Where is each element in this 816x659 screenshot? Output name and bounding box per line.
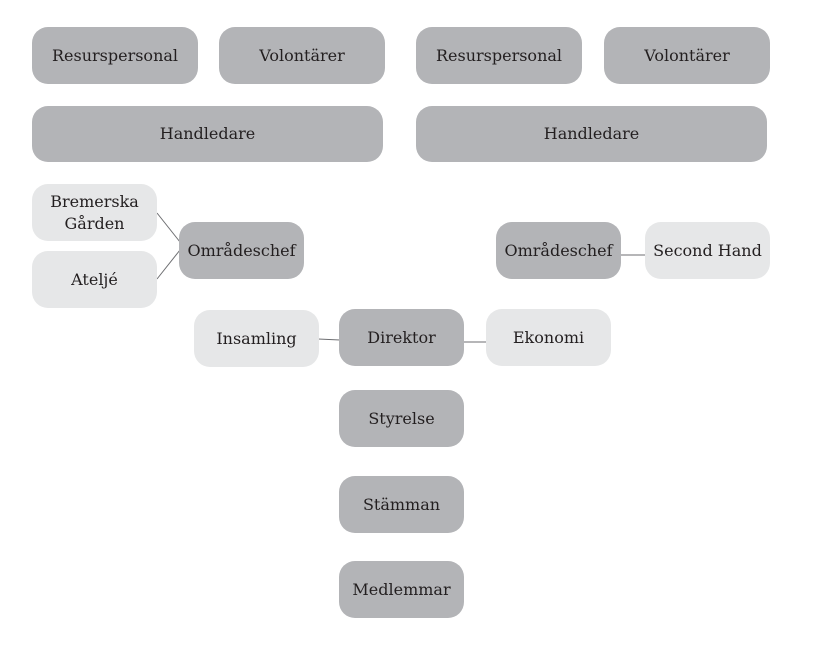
- atelje-box: Ateljé: [32, 251, 157, 308]
- resurspersonal-box-right: Resurspersonal: [416, 27, 582, 84]
- medlemmar-box: Medlemmar: [339, 561, 464, 618]
- handledare-box-left: Handledare: [32, 106, 383, 162]
- volontarer-box-right: Volontärer: [604, 27, 770, 84]
- connector-bremerska-omradeschef: [156, 212, 181, 243]
- bremerska-garden-box: Bremerska Gården: [32, 184, 157, 241]
- resurspersonal-box-left: Resurspersonal: [32, 27, 198, 84]
- handledare-box-right: Handledare: [416, 106, 767, 162]
- direktor-box: Direktor: [339, 309, 464, 366]
- styrelse-box: Styrelse: [339, 390, 464, 447]
- volontarer-box-left: Volontärer: [219, 27, 385, 84]
- omradeschef-box-right: Områdeschef: [496, 222, 621, 279]
- second-hand-box: Second Hand: [645, 222, 770, 279]
- connector-insamling-direktor: [317, 338, 341, 341]
- omradeschef-box-left: Områdeschef: [179, 222, 304, 279]
- stamman-box: Stämman: [339, 476, 464, 533]
- connector-atelje-omradeschef: [156, 249, 181, 280]
- insamling-box: Insamling: [194, 310, 319, 367]
- ekonomi-box: Ekonomi: [486, 309, 611, 366]
